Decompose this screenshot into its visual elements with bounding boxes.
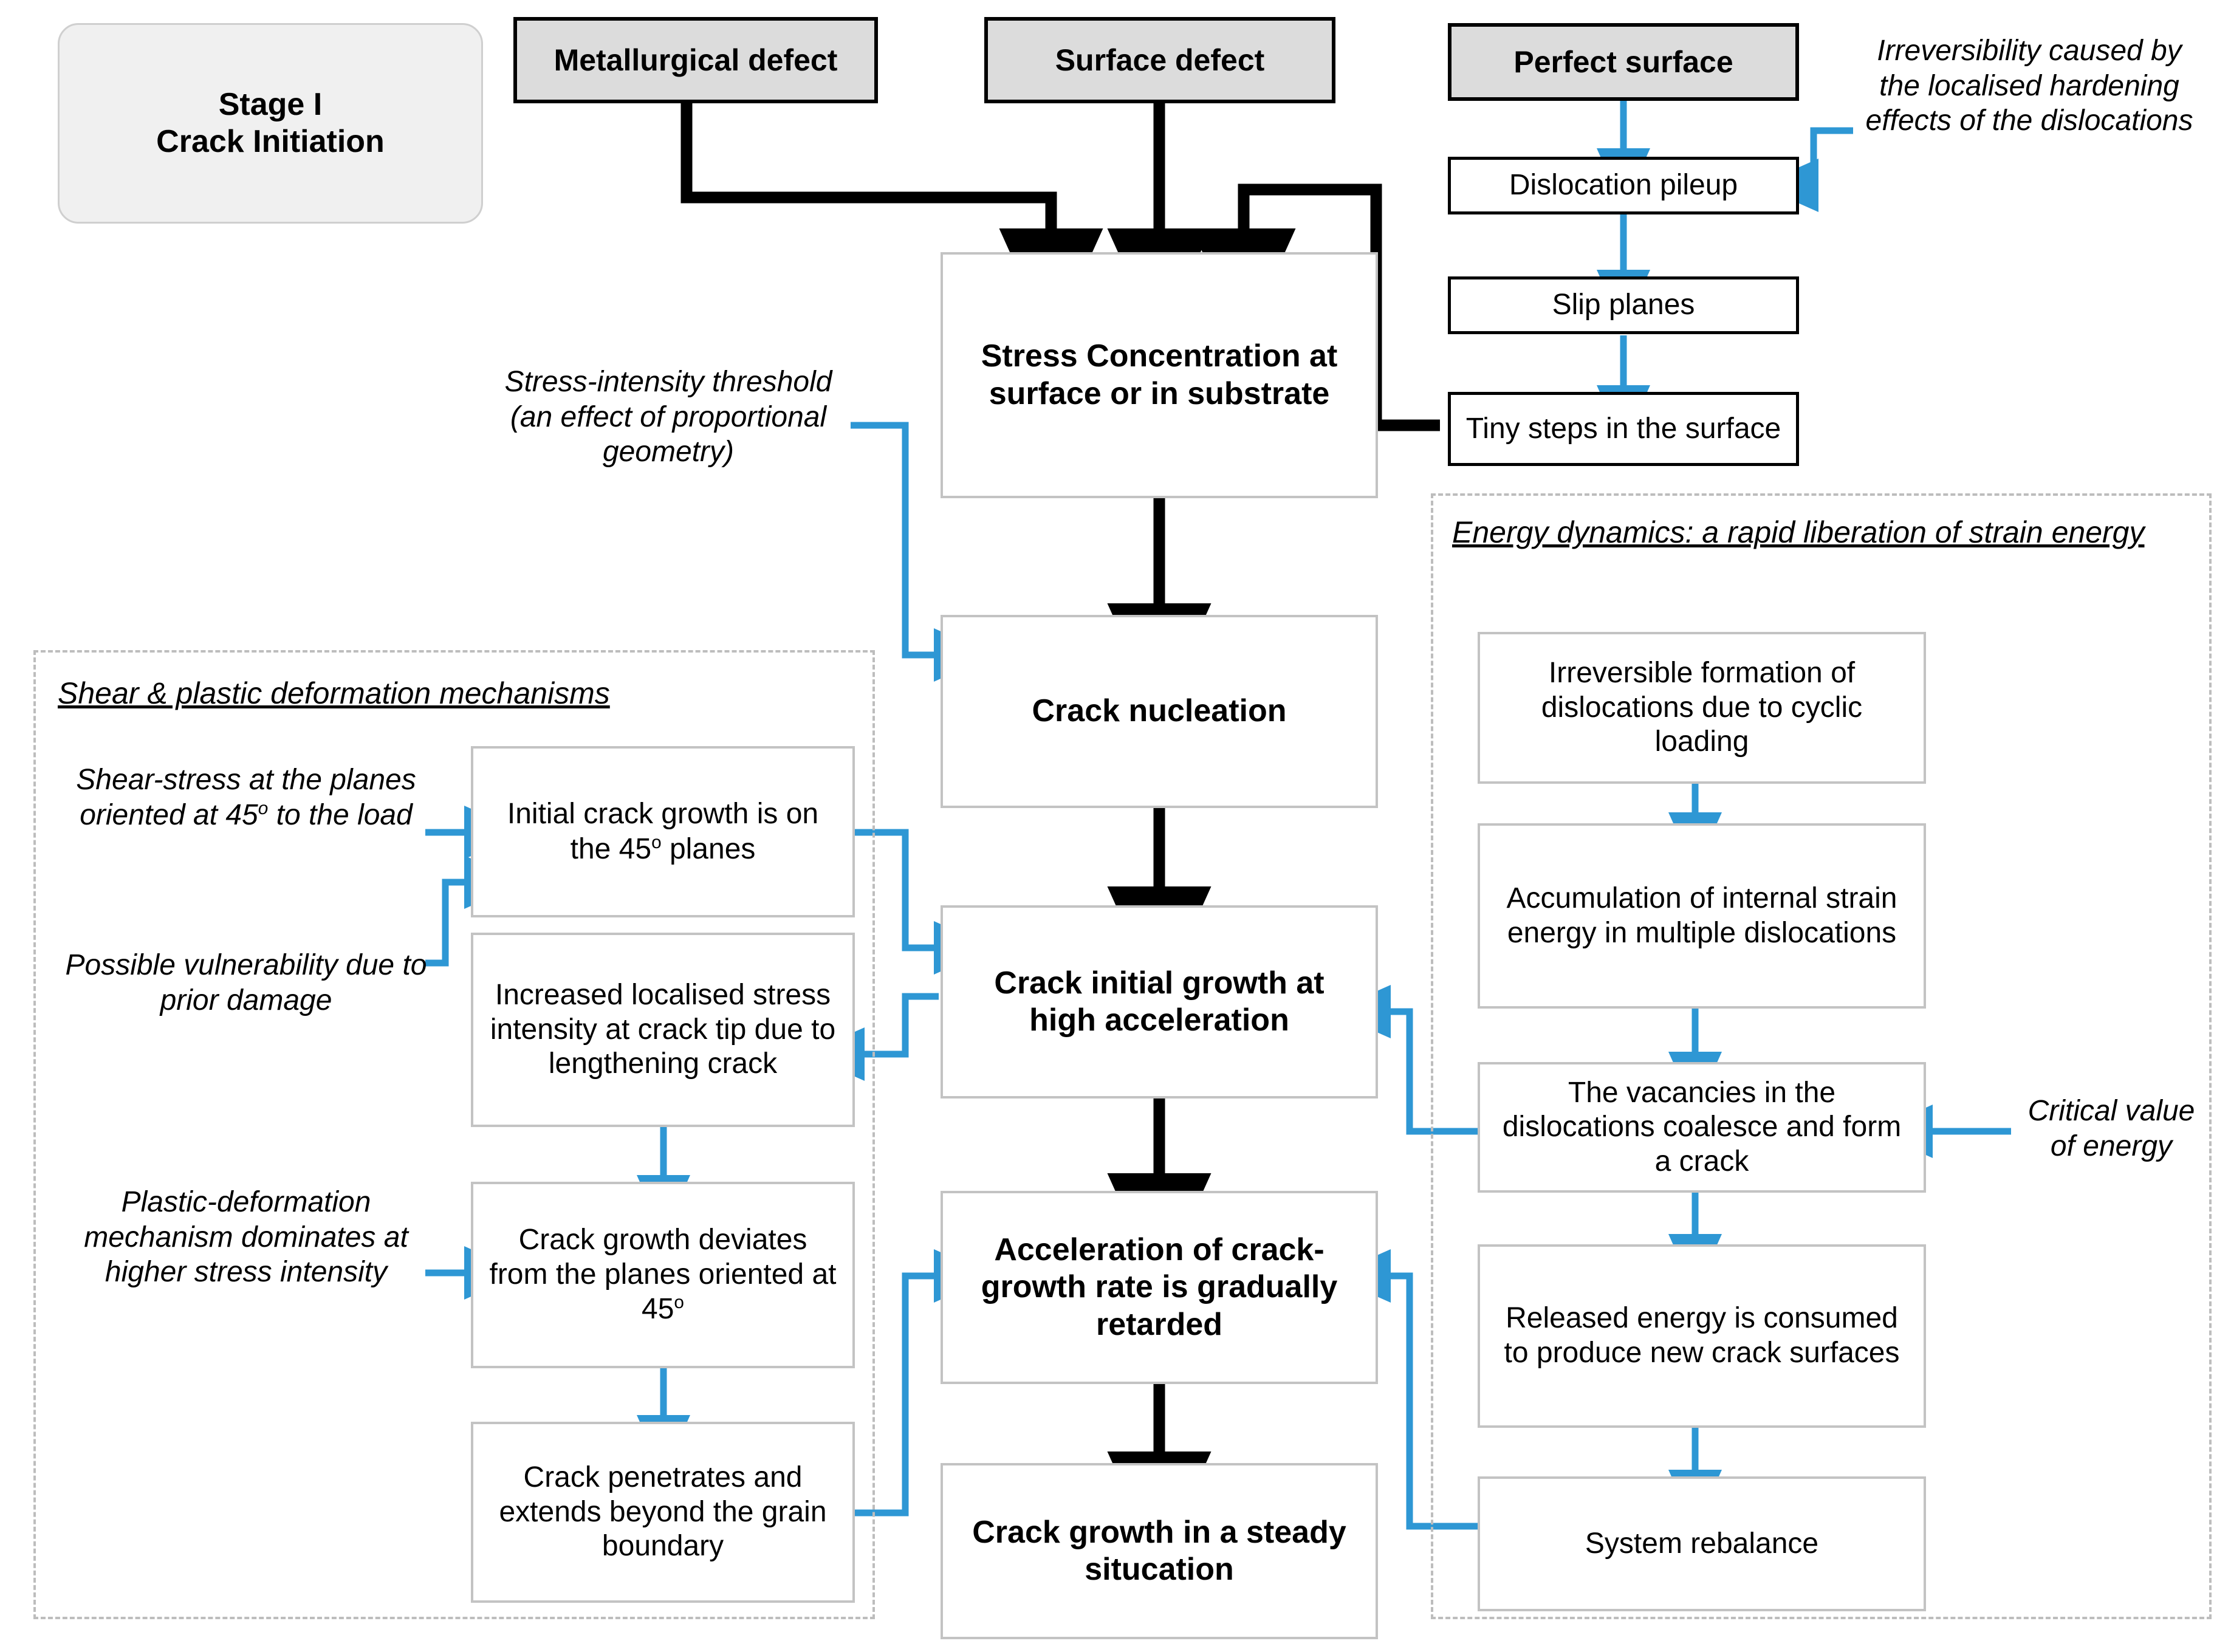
- note-possible-vulnerability: Possible vulnerability due to prior dama…: [65, 949, 427, 1016]
- wire-metallurgical-to-stress: [680, 103, 1103, 344]
- node-acceleration-retarded[interactable]: Acceleration of crack-growth rate is gra…: [941, 1191, 1378, 1384]
- right-group-container: [1431, 493, 2212, 1619]
- left-group-container: [33, 650, 875, 1619]
- node-dislocation-pileup[interactable]: Dislocation pileup: [1448, 157, 1799, 214]
- node-vacancies-coalesce[interactable]: The vacancies in the dislocations coales…: [1478, 1062, 1926, 1193]
- note-shear-text-b: to the load: [268, 798, 413, 831]
- stage-label: Stage I Crack Initiation: [58, 23, 483, 224]
- node-stress-concentration[interactable]: Stress Concentration at surface or in su…: [941, 252, 1378, 498]
- node-released-energy-consumed[interactable]: Released energy is consumed to produce n…: [1478, 1244, 1926, 1428]
- node-accumulation-strain-energy[interactable]: Accumulation of internal strain energy i…: [1478, 823, 1926, 1009]
- node-slip-planes[interactable]: Slip planes: [1448, 276, 1799, 334]
- annotation-critical-value-of-energy: Critical value of energy: [2027, 1095, 2195, 1162]
- deviates-text-a: Crack growth deviates from the planes or…: [489, 1224, 837, 1326]
- node-crack-growth-steady[interactable]: Crack growth in a steady situcation: [941, 1463, 1378, 1639]
- wire-threshold-to-nucleation: [851, 422, 994, 682]
- node-increased-localised-stress[interactable]: Increased localised stress intensity at …: [471, 933, 855, 1127]
- node-crack-initial-growth[interactable]: Crack initial growth at high acceleratio…: [941, 905, 1378, 1098]
- initial-crack-sup: o: [651, 832, 662, 852]
- note-plastic-deformation: Plastic-deformation mechanism dominates …: [84, 1186, 408, 1289]
- left-group-title: Shear & plastic deformation mechanisms: [58, 676, 610, 710]
- initial-crack-text-a: Initial crack growth is on the 45: [507, 797, 819, 865]
- note-shear-sup: o: [258, 798, 269, 818]
- node-crack-growth-deviates[interactable]: Crack growth deviates from the planes or…: [471, 1182, 855, 1368]
- node-system-rebalance[interactable]: System rebalance: [1478, 1476, 1926, 1611]
- right-group-title: Energy dynamics: a rapid liberation of s…: [1452, 515, 2145, 549]
- annotation-stress-intensity-threshold: Stress-intensity threshold (an effect of…: [504, 366, 832, 468]
- node-crack-nucleation[interactable]: Crack nucleation: [941, 615, 1378, 808]
- node-irreversible-formation[interactable]: Irreversible formation of dislocations d…: [1478, 632, 1926, 784]
- node-initial-crack-growth-45[interactable]: Initial crack growth is on the 45o plane…: [471, 746, 855, 917]
- wire-irreversibility-to-pileup: [1758, 127, 1853, 212]
- note-shear-stress-45: Shear-stress at the planes oriented at 4…: [67, 763, 425, 832]
- node-crack-penetrates-grain[interactable]: Crack penetrates and extends beyond the …: [471, 1422, 855, 1603]
- node-surface-defect[interactable]: Surface defect: [984, 17, 1335, 103]
- note-shear-text-a: Shear-stress at the planes oriented at 4…: [76, 764, 416, 831]
- stage-label-line2: Crack Initiation: [156, 124, 385, 159]
- deviates-sup: o: [674, 1292, 684, 1313]
- stage-label-line1: Stage I: [218, 86, 323, 122]
- annotation-irreversibility: Irreversibility caused by the localised …: [1865, 35, 2193, 137]
- node-tiny-steps[interactable]: Tiny steps in the surface: [1448, 392, 1799, 466]
- node-metallurgical-defect[interactable]: Metallurgical defect: [513, 17, 878, 103]
- node-perfect-surface[interactable]: Perfect surface: [1448, 23, 1799, 101]
- initial-crack-text-b: planes: [661, 832, 756, 865]
